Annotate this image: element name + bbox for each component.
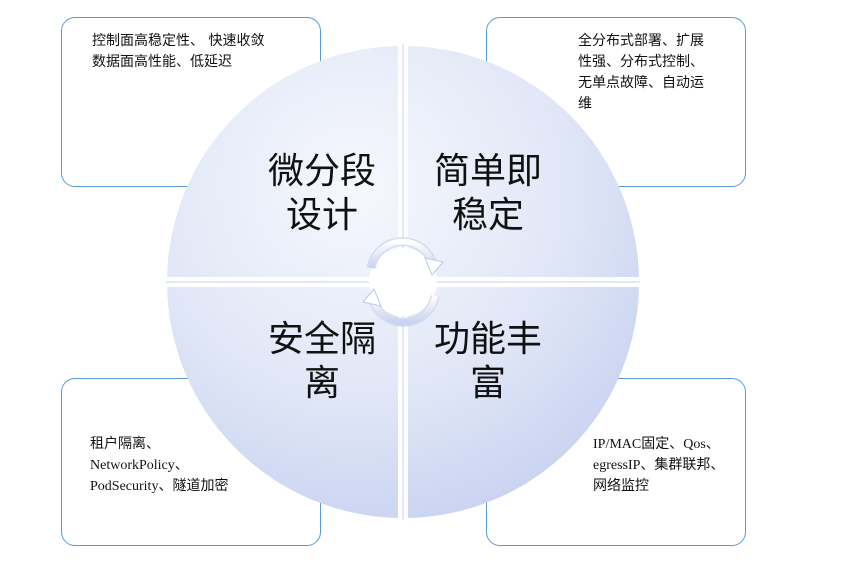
quadrant-title-rich-features: 功能丰 富 — [433, 319, 542, 404]
circular-arrows-icon — [362, 237, 444, 327]
quadrant-title-micro-segment: 微分段 设计 — [267, 151, 376, 236]
description-text-bottom-right: IP/MAC固定、Qos、 egressIP、集群联邦、 网络监控 — [593, 437, 725, 494]
quadrant-title-simple-stable: 简单即 稳定 — [433, 151, 542, 236]
description-text-top-right: 全分布式部署、扩展 性强、分布式控制、 无单点故障、自动运 维 — [578, 33, 704, 112]
description-text-top-left: 控制面高稳定性、 快速收敛 数据面高性能、低延迟 — [92, 33, 265, 70]
description-text-bottom-left: 租户隔离、 NetworkPolicy、 PodSecurity、隧道加密 — [90, 437, 229, 494]
quadrant-title-security-isolation: 安全隔 离 — [267, 319, 376, 404]
